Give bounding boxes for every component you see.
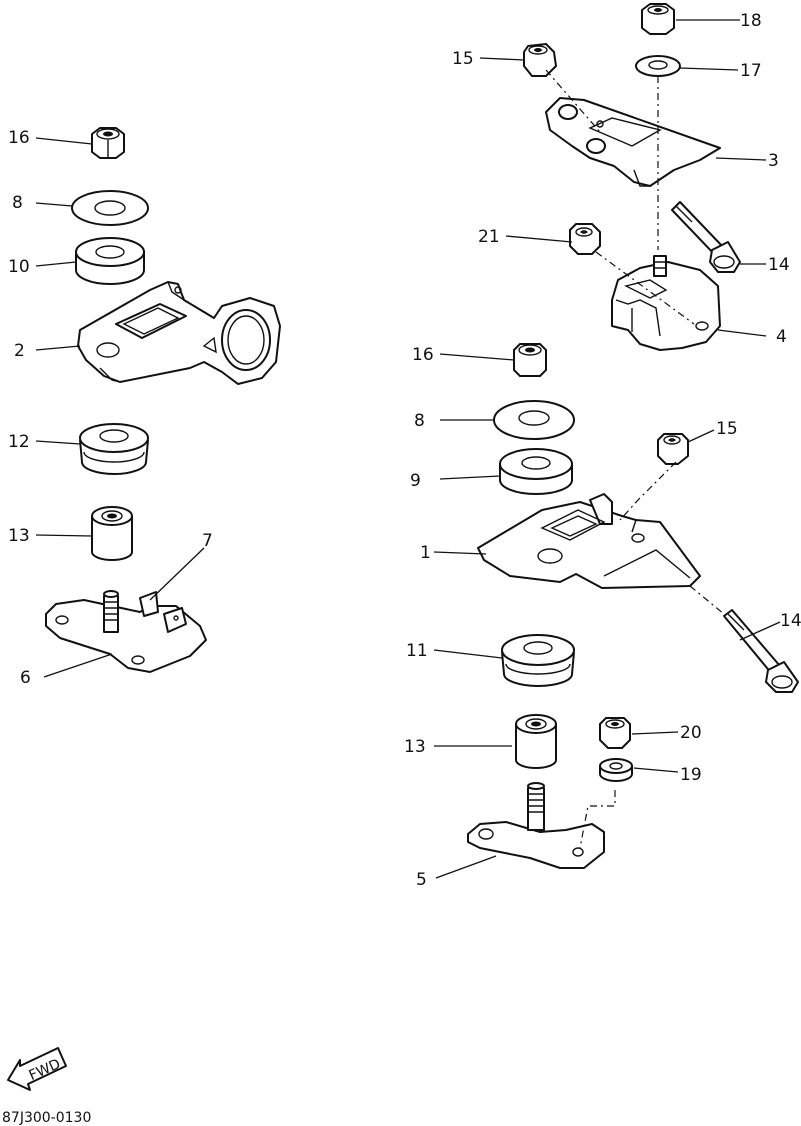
callout-8-left: 8 xyxy=(12,193,23,213)
part-nut-18 xyxy=(641,3,675,35)
callout-17: 17 xyxy=(740,61,762,81)
part-washer-8-right xyxy=(493,400,575,440)
part-washer-17 xyxy=(635,55,681,77)
callout-10-left: 10 xyxy=(8,257,30,277)
part-grommet-12-left xyxy=(79,423,149,475)
part-nut-20 xyxy=(599,717,631,749)
part-nut-15-middle xyxy=(657,433,689,465)
callout-16-right: 16 xyxy=(412,345,434,365)
part-spacer-10-left xyxy=(75,237,145,285)
callout-4: 4 xyxy=(776,327,787,347)
part-bracket-2-left xyxy=(77,281,281,385)
callout-13-left: 13 xyxy=(8,526,30,546)
callout-20: 20 xyxy=(680,723,702,743)
part-washer-8-left xyxy=(71,190,149,226)
part-nut-21 xyxy=(569,223,601,255)
part-bracket-1 xyxy=(477,493,701,589)
part-nut-15-top xyxy=(523,43,557,77)
callout-12-left: 12 xyxy=(8,432,30,452)
callout-1: 1 xyxy=(420,543,431,563)
callout-2-left: 2 xyxy=(14,341,25,361)
drawing-code: 87J300-0130 xyxy=(2,1110,91,1126)
callout-14-top: 14 xyxy=(768,255,790,275)
callout-14-lower: 14 xyxy=(780,611,801,631)
callout-15-top: 15 xyxy=(452,49,474,69)
callout-8-right: 8 xyxy=(414,411,425,431)
fwd-arrow-icon: FWD xyxy=(7,1047,67,1091)
callout-5: 5 xyxy=(416,870,427,890)
callout-15-middle: 15 xyxy=(716,419,738,439)
part-base-plate-6-left xyxy=(45,590,207,673)
part-collar-13-right xyxy=(515,714,557,769)
callout-9-right: 9 xyxy=(410,471,421,491)
part-bolt-14-lower xyxy=(723,609,799,693)
callout-16-left: 16 xyxy=(8,128,30,148)
part-nut-16-right xyxy=(513,343,547,377)
callout-6-left: 6 xyxy=(20,668,31,688)
part-nut-16-left xyxy=(91,127,125,159)
callout-21: 21 xyxy=(478,227,500,247)
callout-7-left: 7 xyxy=(202,531,213,551)
callout-3: 3 xyxy=(768,151,779,171)
part-base-plate-5 xyxy=(467,782,605,869)
callout-18: 18 xyxy=(740,11,762,31)
part-grommet-11 xyxy=(501,634,575,687)
part-spacer-9-right xyxy=(499,448,573,495)
callout-19: 19 xyxy=(680,765,702,785)
part-bolt-14-top xyxy=(671,201,741,273)
callout-13-right: 13 xyxy=(404,737,426,757)
callout-11: 11 xyxy=(406,641,428,661)
part-bracket-3 xyxy=(545,97,721,187)
part-washer-19 xyxy=(599,758,633,782)
part-collar-13-left xyxy=(91,506,133,561)
